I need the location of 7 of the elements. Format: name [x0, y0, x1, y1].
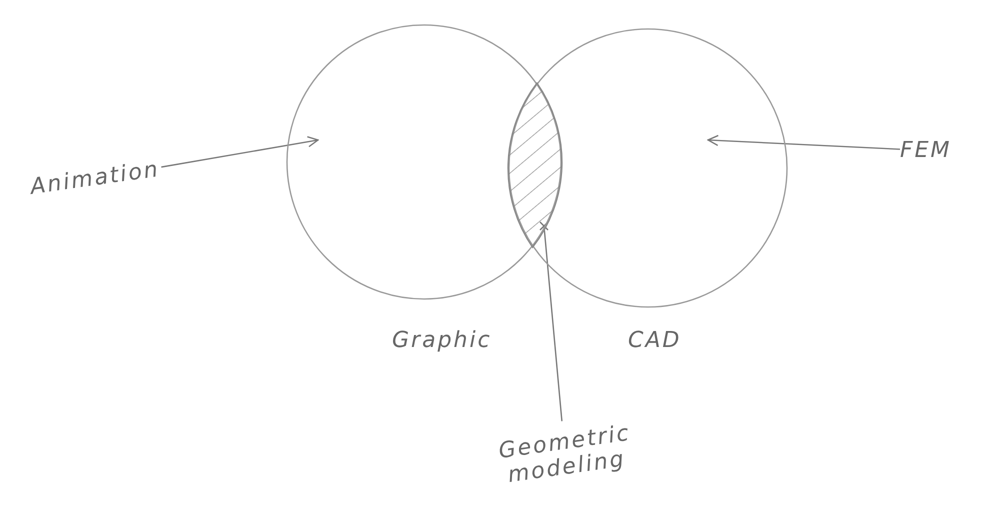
annotation-text: FEM	[900, 138, 952, 163]
set-label: CAD	[628, 328, 682, 353]
annotation-text: Geometric modeling	[497, 421, 633, 489]
arrow	[707, 134, 900, 150]
arrow	[161, 136, 319, 168]
set-label: Graphic	[392, 328, 492, 353]
annotation-text: Animation	[28, 157, 162, 200]
